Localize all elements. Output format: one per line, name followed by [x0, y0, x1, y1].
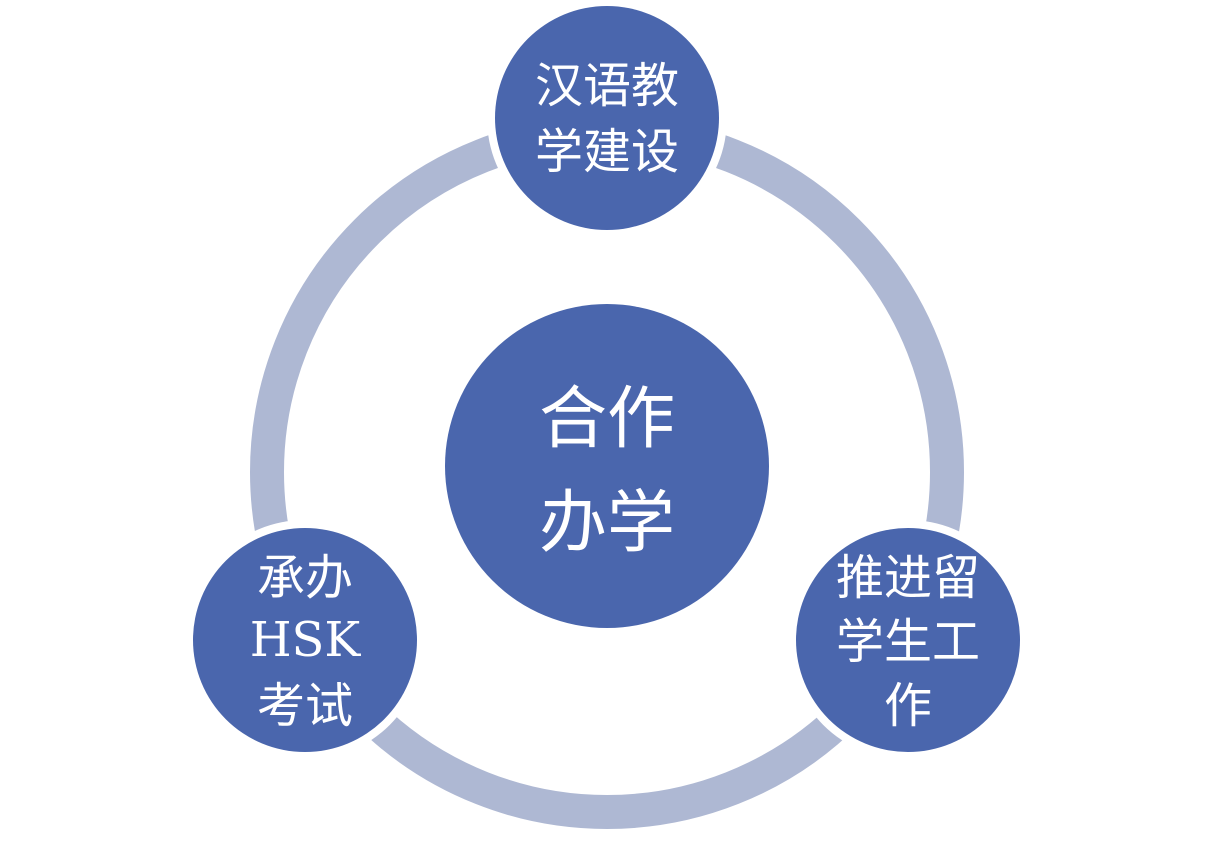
node-right: 推进留 学生工 作 [788, 520, 1028, 760]
node-left-label-line-3: 考试 [257, 678, 353, 734]
node-left: 承办 HSK 考试 [185, 520, 425, 760]
node-left-label-line-1: 承办 [257, 550, 353, 606]
node-top-circle [495, 6, 719, 230]
node-left-circle [193, 528, 417, 752]
node-top-label-line-1: 汉语教 [535, 58, 679, 114]
center-circle [445, 304, 769, 628]
center-label-line-1: 合作 [539, 380, 675, 459]
node-right-label-line-3: 作 [884, 678, 932, 734]
node-top: 汉语教 学建设 [487, 0, 727, 238]
node-right-label-line-2: 学生工 [836, 614, 980, 670]
node-right-label-line-1: 推进留 [836, 550, 980, 606]
node-right-circle [796, 528, 1020, 752]
node-left-label-line-2: HSK [250, 612, 362, 668]
center-label-line-2: 办学 [539, 484, 675, 563]
center-node: 合作 办学 [445, 304, 769, 628]
node-top-label-line-2: 学建设 [535, 124, 679, 180]
